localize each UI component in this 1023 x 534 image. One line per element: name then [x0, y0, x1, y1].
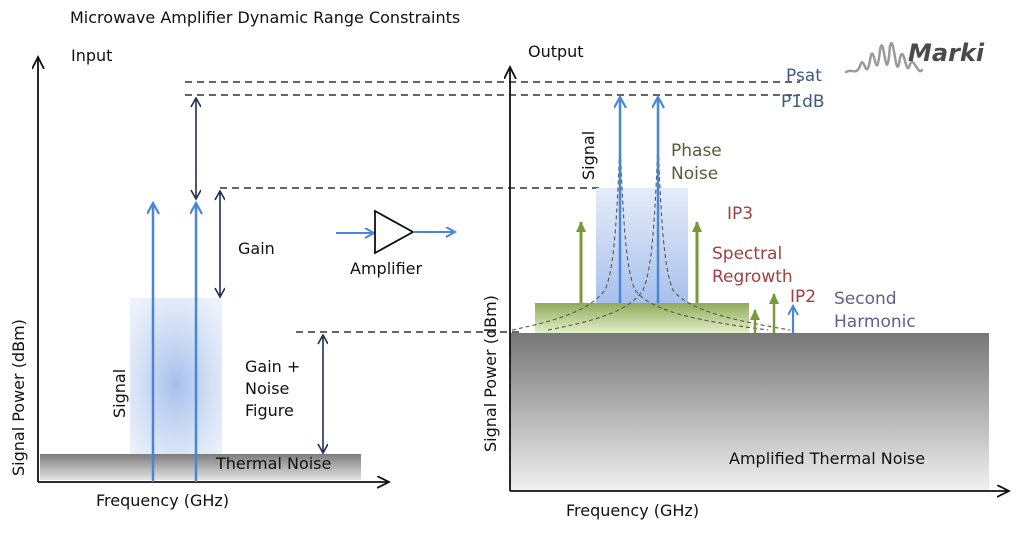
gain-nf-label-line-3: Figure	[245, 401, 294, 420]
ip2-label: IP2	[790, 287, 816, 307]
output-heading: Output	[528, 42, 584, 61]
spectral-regrowth-pedestal	[535, 303, 749, 333]
output-y-axis-label: Signal Power (dBm)	[481, 295, 500, 452]
input-signal-label: Signal	[110, 369, 129, 418]
amplifier-triangle-icon	[374, 209, 415, 255]
phase-noise-label-line-1: Phase	[671, 141, 722, 161]
phase-noise-label-line-2: Noise	[671, 164, 718, 184]
output-signal-label: Signal	[579, 131, 598, 180]
input-signal-band	[130, 298, 222, 454]
ip3-label: IP3	[727, 204, 753, 224]
spectral-regrowth-label-line-1: Spectral	[712, 244, 782, 264]
input-panel: Input Frequency (GHz) Signal Power (dBm)…	[9, 46, 800, 510]
second-harmonic-label-line-2: Harmonic	[834, 312, 916, 332]
output-panel: Output Psat P1dB Amplified Thermal Noise…	[481, 42, 1008, 520]
output-x-axis-label: Frequency (GHz)	[566, 501, 699, 520]
input-x-axis-label: Frequency (GHz)	[96, 491, 229, 510]
spectral-regrowth-label-line-2: Regrowth	[712, 267, 793, 287]
output-signal-band	[596, 188, 688, 303]
output-thermal-noise-band	[510, 333, 989, 491]
gain-nf-label-line-1: Gain +	[245, 357, 300, 376]
psat-label: Psat	[786, 66, 822, 86]
output-thermal-noise-label: Amplified Thermal Noise	[729, 449, 925, 468]
second-harmonic-label-line-1: Second	[834, 289, 897, 309]
input-y-axis-label: Signal Power (dBm)	[9, 319, 28, 476]
gain-nf-label-line-2: Noise	[245, 379, 289, 398]
diagram-title: Microwave Amplifier Dynamic Range Constr…	[70, 8, 460, 27]
input-heading: Input	[71, 46, 112, 65]
marki-logo: Marki	[844, 39, 985, 74]
p1db-label: P1dB	[781, 92, 825, 112]
amplifier-label: Amplifier	[350, 259, 423, 278]
logo-text: Marki	[908, 39, 985, 67]
input-thermal-noise-label: Thermal Noise	[215, 454, 331, 473]
gain-label: Gain	[238, 239, 275, 258]
amplifier-symbol: Amplifier	[336, 209, 454, 278]
input-thermal-noise-band	[40, 454, 361, 480]
logo-wave-icon	[844, 42, 924, 74]
